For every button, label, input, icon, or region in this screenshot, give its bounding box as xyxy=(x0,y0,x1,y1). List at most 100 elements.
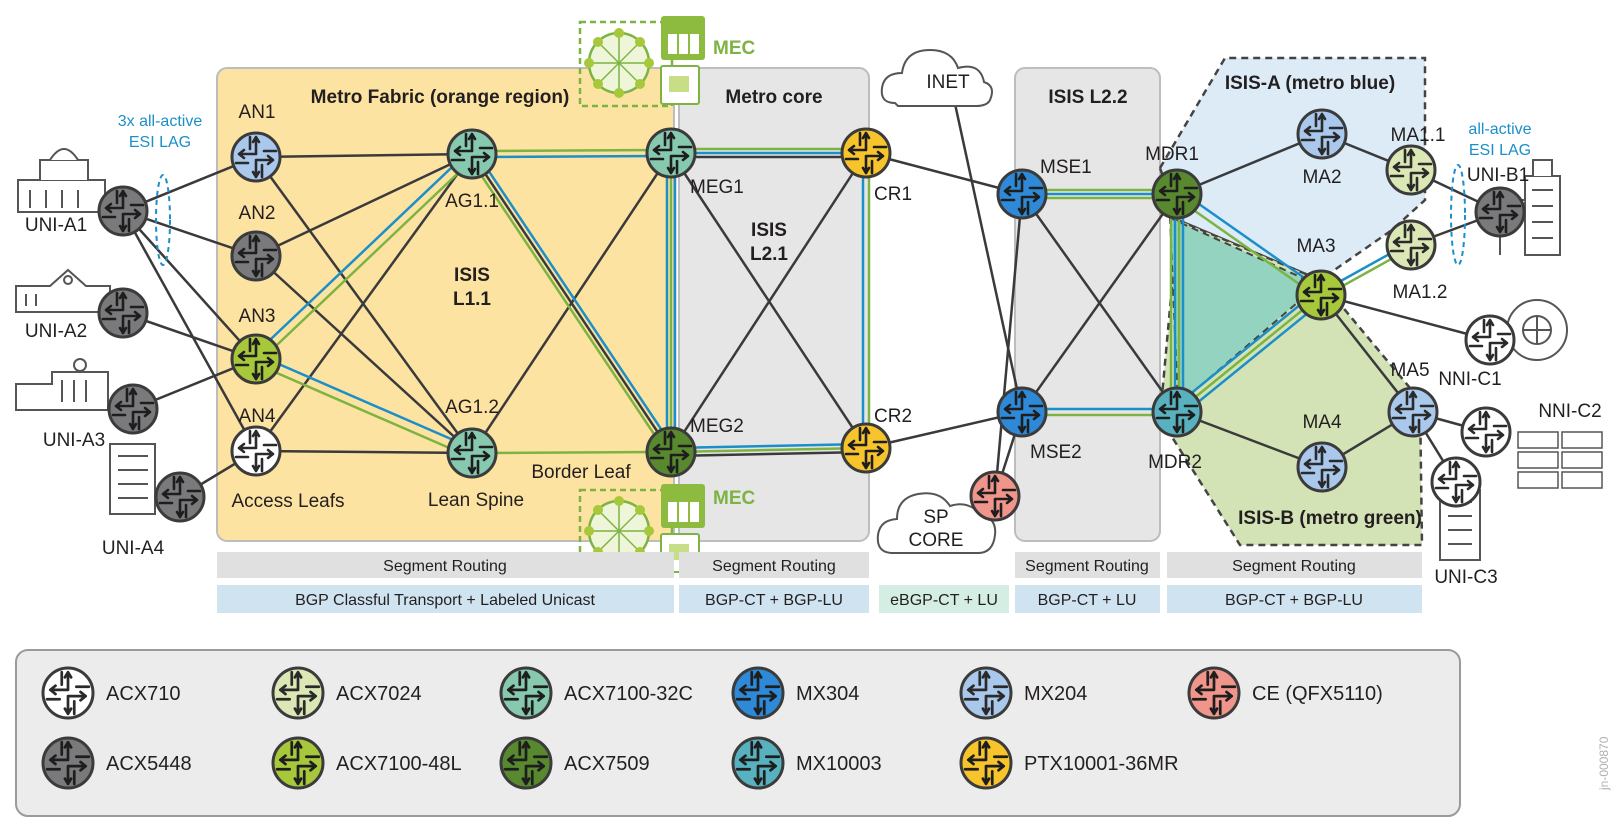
building-uni-a3-icon xyxy=(15,358,109,411)
legend-label-5: CE (QFX5110) xyxy=(1252,683,1383,705)
node-label-ag11: AG1.1 xyxy=(445,191,499,212)
router-ma4-icon xyxy=(1296,441,1348,493)
building-uni-a2-icon xyxy=(15,268,111,313)
esi-lag-right-label-1: all-active xyxy=(1468,121,1531,138)
node-label-an3: AN3 xyxy=(239,306,276,327)
node-label-uni-b1: UNI-B1 xyxy=(1467,165,1529,186)
bar-bgp-3: eBGP-CT + LU xyxy=(890,592,998,609)
legend-swatch-10-icon xyxy=(959,736,1013,790)
router-mse1-icon xyxy=(996,168,1048,220)
legend-label-8: ACX7509 xyxy=(564,753,650,775)
router-nni-c2-icon xyxy=(1460,406,1512,458)
lean-spine-label: Lean Spine xyxy=(428,490,524,511)
legend-label-9: MX10003 xyxy=(796,753,882,775)
bar-segment-routing-4: Segment Routing xyxy=(1232,558,1356,575)
esi-lag-right-ellipse xyxy=(1450,164,1466,266)
isis-l22-label: ISIS L2.2 xyxy=(1048,87,1127,108)
router-ma12-icon xyxy=(1385,219,1437,271)
isis-b-label: ISIS-B (metro green) xyxy=(1238,508,1422,529)
node-label-uni-a2: UNI-A2 xyxy=(25,321,87,342)
nodes xyxy=(97,108,1526,523)
esi-lag-left-ellipse xyxy=(155,174,171,266)
legend-swatch-0-icon xyxy=(41,666,95,720)
node-label-nni-c1: NNI-C1 xyxy=(1438,369,1501,390)
router-ag12-icon xyxy=(446,427,498,479)
isis-a-label: ISIS-A (metro blue) xyxy=(1225,73,1395,94)
node-label-ma11: MA1.1 xyxy=(1391,125,1446,146)
router-an1-icon xyxy=(230,131,282,183)
legend-swatch-7-icon xyxy=(271,736,325,790)
esi-lag-left-label-1: 3x all-active xyxy=(118,113,203,130)
node-label-cr1: CR1 xyxy=(874,184,912,205)
legend-label-6: ACX5448 xyxy=(106,753,192,775)
router-uni-b1-icon xyxy=(1474,186,1526,238)
nni-c2-datacenter-icon xyxy=(1517,431,1603,489)
node-label-uni-a4: UNI-A4 xyxy=(102,538,165,559)
node-label-nni-c2: NNI-C2 xyxy=(1538,401,1601,422)
metro-core-label: Metro core xyxy=(725,87,822,108)
node-label-uni-a1: UNI-A1 xyxy=(25,215,87,236)
legend-swatch-6-icon xyxy=(41,736,95,790)
bar-bgp-5: BGP-CT + BGP-LU xyxy=(1225,592,1363,609)
router-meg1-icon xyxy=(645,127,697,179)
bar-bgp-1: BGP Classful Transport + Labeled Unicast xyxy=(295,592,595,609)
legend-swatch-5-icon xyxy=(1187,666,1241,720)
router-uni-a3-icon xyxy=(107,383,159,435)
esi-lag-left-label-2: ESI LAG xyxy=(129,134,191,151)
router-an3-icon xyxy=(230,333,282,385)
router-mdr1-icon xyxy=(1151,168,1203,220)
border-leaf-label: Border Leaf xyxy=(531,462,631,483)
legend-label-0: ACX710 xyxy=(106,683,181,705)
node-label-ma2: MA2 xyxy=(1302,167,1341,188)
legend-box xyxy=(15,649,1461,817)
sp-core-label-2: CORE xyxy=(909,530,964,551)
bar-bgp-4: BGP-CT + LU xyxy=(1038,592,1137,609)
esi-lag-right-label-2: ESI LAG xyxy=(1469,142,1531,159)
node-label-mdr2: MDR2 xyxy=(1148,452,1202,473)
inet-cloud: INET xyxy=(880,48,993,107)
legend-swatch-3-icon xyxy=(731,666,785,720)
router-meg2-icon xyxy=(645,426,697,478)
router-mse2-icon xyxy=(996,386,1048,438)
router-cr2-icon xyxy=(840,422,892,474)
metro-fabric-label: Metro Fabric (orange region) xyxy=(311,87,570,108)
building-uni-a4-icon xyxy=(109,443,156,515)
node-label-ma3: MA3 xyxy=(1296,236,1335,257)
nni-c1-cloud-icon xyxy=(1506,299,1568,361)
inet-label: INET xyxy=(926,72,970,93)
legend-swatch-4-icon xyxy=(959,666,1013,720)
node-label-ma4: MA4 xyxy=(1302,412,1342,433)
access-leafs-label: Access Leafs xyxy=(232,491,345,512)
figure-id: jn-000870 xyxy=(1597,736,1611,791)
node-label-ma5: MA5 xyxy=(1390,360,1429,381)
legend-label-4: MX204 xyxy=(1024,683,1087,705)
node-label-mdr1: MDR1 xyxy=(1145,144,1199,165)
isis-l11-label-2: L1.1 xyxy=(453,289,491,310)
node-label-ag12: AG1.2 xyxy=(445,397,499,418)
mec-top: MEC xyxy=(578,16,756,108)
router-ma11-icon xyxy=(1385,144,1437,196)
legend-label-7: ACX7100-48L xyxy=(336,753,462,775)
bar-segment-routing-3: Segment Routing xyxy=(1025,558,1149,575)
isis-l21-label-1: ISIS xyxy=(751,220,787,241)
isis-l22-region xyxy=(1014,67,1161,542)
bar-bgp-2: BGP-CT + BGP-LU xyxy=(705,592,843,609)
router-ma3-icon xyxy=(1295,269,1347,321)
legend-swatch-1-icon xyxy=(271,666,325,720)
node-label-meg1: MEG1 xyxy=(690,177,744,198)
node-label-an4: AN4 xyxy=(239,406,276,427)
router-mdr2-icon xyxy=(1151,386,1203,438)
router-uni-a2-icon xyxy=(97,287,149,339)
node-label-meg2: MEG2 xyxy=(690,416,744,437)
router-nni-c1-icon xyxy=(1464,314,1516,366)
router-an2-icon xyxy=(230,230,282,282)
node-label-uni-a3: UNI-A3 xyxy=(43,430,105,451)
router-uni-a4-icon xyxy=(154,471,206,523)
router-ag11-icon xyxy=(446,128,498,180)
isis-ab-overlap xyxy=(1168,216,1320,408)
router-an4-icon xyxy=(230,425,282,477)
legend-swatch-8-icon xyxy=(499,736,553,790)
router-uni-a1-icon xyxy=(97,185,149,237)
